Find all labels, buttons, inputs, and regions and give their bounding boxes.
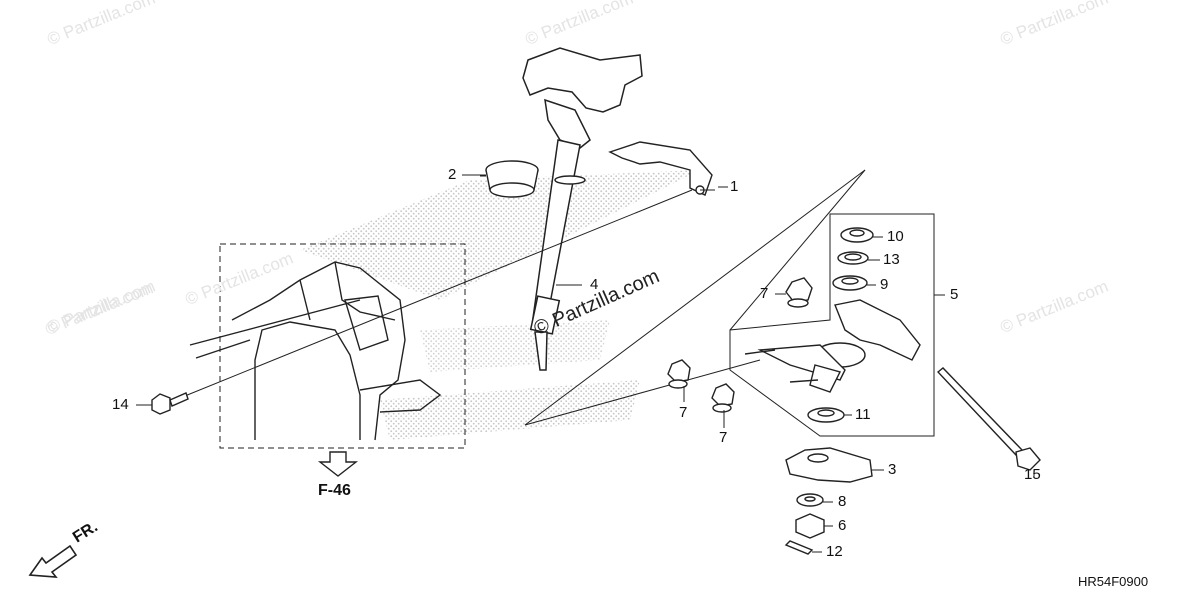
dust-seal [485, 160, 539, 198]
arm-assembly-box [729, 213, 935, 437]
long-bolt [936, 367, 1041, 471]
frame-reference-box [219, 243, 466, 449]
diagram-code: HR54F0900 [1078, 574, 1149, 589]
flange-nut-c [711, 383, 735, 413]
swing-arm [744, 299, 921, 393]
callout-2: 2 [448, 166, 457, 183]
callout-11: 11 [855, 406, 871, 423]
callout-8: 8 [838, 493, 847, 510]
callout-3: 3 [888, 461, 897, 478]
bearing-stack [832, 227, 874, 291]
stippled-wing-logo-icon [300, 170, 700, 440]
callout-15: 15 [1024, 466, 1041, 483]
frame-section [189, 261, 442, 441]
washer [796, 493, 824, 507]
callout-7-upper: 7 [760, 285, 769, 302]
cotter-pin [784, 540, 814, 555]
callout-5: 5 [950, 286, 959, 303]
outline-down-arrow-icon [317, 451, 359, 477]
lower-oil-seal [807, 407, 845, 423]
steering-shaft [522, 47, 643, 371]
callout-13: 13 [883, 251, 900, 268]
callout-7-right: 7 [719, 429, 728, 446]
flange-nut-b [667, 359, 691, 389]
callout-14: 14 [112, 396, 129, 413]
callout-1: 1 [730, 178, 739, 195]
reference-label: F-46 [318, 482, 351, 499]
callout-leaders [136, 174, 1035, 553]
outline-left-arrow-icon [28, 544, 78, 578]
castle-nut [795, 513, 825, 539]
flange-nut-a [785, 277, 813, 308]
callout-6: 6 [838, 517, 847, 534]
callout-9: 9 [880, 276, 889, 293]
callout-10: 10 [887, 228, 904, 245]
arm-plate [785, 447, 873, 483]
callout-7-left: 7 [679, 404, 688, 421]
callout-12: 12 [826, 543, 843, 560]
flange-bolt [151, 392, 189, 415]
callout-4: 4 [590, 276, 599, 293]
leader-lines [174, 169, 866, 426]
